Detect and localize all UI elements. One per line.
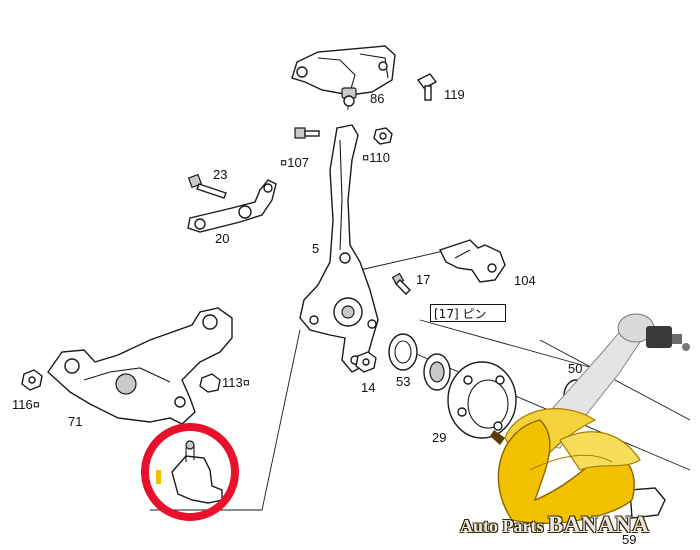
part-label: 50 <box>568 361 582 376</box>
part-label: 104 <box>514 273 536 288</box>
part-label: 53 <box>396 374 410 389</box>
part-labels: 86 119 ¤107 ¤110 23 20 5 17 104 113¤ 116… <box>12 87 636 547</box>
brand-name: BANANA <box>548 512 650 537</box>
nut-116 <box>21 369 43 391</box>
lower-control-arm-71 <box>47 307 233 425</box>
banana-logo-image <box>490 408 641 524</box>
part-label: ¤107 <box>280 155 309 170</box>
part-label: 86 <box>370 91 384 106</box>
part-label: 17 <box>416 272 430 287</box>
seal-53 <box>388 333 418 371</box>
pin-callout-label: [17] ピン <box>430 304 506 322</box>
part-59 <box>629 487 666 519</box>
brand-prefix: Auto Parts <box>460 516 548 536</box>
wheel-hub-29 <box>447 361 517 439</box>
upper-mount-86 <box>291 45 396 107</box>
bolt-23 <box>187 173 227 199</box>
ball-joint-highlight <box>141 423 239 521</box>
nut-110 <box>373 127 393 145</box>
red-highlight-circle <box>141 423 239 521</box>
bolt-119 <box>416 73 438 101</box>
part-label: 29 <box>432 430 446 445</box>
nut-113 <box>199 373 221 393</box>
part-label: 113¤ <box>222 375 250 390</box>
part-label: 23 <box>213 167 227 182</box>
part-label: 71 <box>68 414 82 429</box>
pin-17 <box>391 272 411 295</box>
nut-14 <box>355 351 377 373</box>
part-label: 59 <box>622 532 636 547</box>
wheel-bearing <box>423 353 451 391</box>
bolt-107 <box>294 127 320 139</box>
bracket-104 <box>439 239 506 283</box>
part-label: 20 <box>215 231 229 246</box>
steering-knuckle-5 <box>299 124 379 373</box>
part-label: ¤110 <box>362 150 390 165</box>
brand-watermark: Auto Parts BANANA <box>460 512 649 538</box>
steering-arm-20 <box>187 179 277 233</box>
part-label: 14 <box>361 380 375 395</box>
part-label: 116¤ <box>12 397 40 412</box>
part-label: 5 <box>312 241 319 256</box>
part-label: 119 <box>444 87 465 102</box>
